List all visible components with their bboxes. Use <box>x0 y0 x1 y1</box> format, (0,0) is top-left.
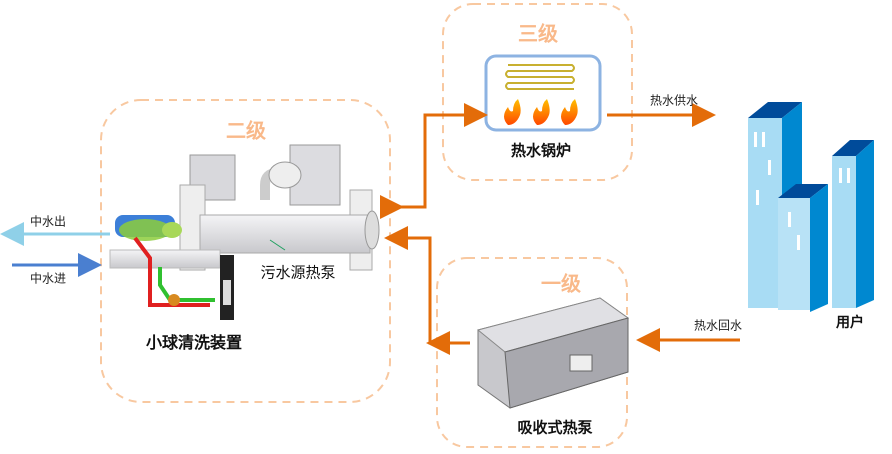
absorption-heat-pump-image <box>476 297 630 409</box>
hot-water-flow-arrows <box>380 103 740 355</box>
hot-return-label: 热水回水 <box>693 318 743 333</box>
reclaimed-out-label: 中水出 <box>29 214 67 229</box>
user-label: 用户 <box>836 315 864 331</box>
sewage-heat-pump-image <box>109 144 380 320</box>
sewage-heat-pump-label: 污水源热泵 <box>260 263 336 282</box>
stage3-title: 三级 <box>518 21 558 46</box>
stage2-title: 二级 <box>226 118 266 143</box>
boiler-label: 热水锅炉 <box>510 141 572 160</box>
stage1-title: 一级 <box>541 271 581 296</box>
ball-cleaner-label: 小球清洗装置 <box>145 333 243 352</box>
absorption-heat-pump-label: 吸收式热泵 <box>517 418 593 437</box>
hot-supply-label: 热水供水 <box>649 93 699 108</box>
hot-water-boiler-image <box>484 54 602 132</box>
reclaimed-in-label: 中水进 <box>29 271 67 286</box>
user-buildings-icon <box>748 102 874 312</box>
stage2-box <box>100 99 391 403</box>
